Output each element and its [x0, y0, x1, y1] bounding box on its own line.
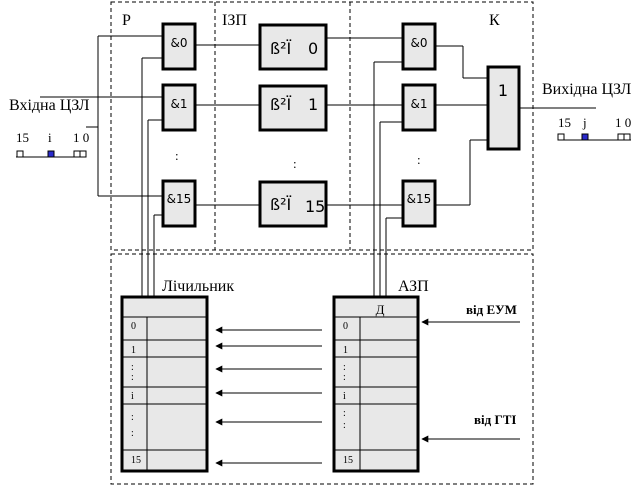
gate-r-1-label: &1	[171, 97, 188, 111]
gate-r-15-label: &15	[167, 192, 192, 206]
input-register: Вхідна ЦЗЛ 15 i 1 0	[9, 97, 90, 158]
or-gate: 1	[486, 65, 521, 151]
output-bit-high: 15	[558, 115, 571, 130]
k-to-or-wires	[435, 45, 488, 206]
izp-box-1-prefix: ß²Ï	[270, 95, 291, 114]
gate-k-dots: :	[417, 152, 421, 167]
from-gti-label: від ГТІ	[474, 412, 516, 427]
gate-k-15-label: &15	[407, 192, 432, 206]
azp-title: АЗП	[398, 278, 429, 295]
from-evm-label: від ЕУМ	[466, 302, 517, 317]
bottom-dashed-frame	[110, 253, 534, 485]
gate-k-15: &15	[401, 179, 437, 228]
azp-block: Д 0 1 : : i : : 15	[332, 295, 420, 473]
counter-dots-d: :	[131, 428, 134, 439]
counter-select-wires	[141, 57, 163, 297]
counter-dots-a: :	[131, 362, 134, 373]
gate-r-1: &1	[161, 83, 197, 132]
gate-k-1-label: &1	[411, 97, 428, 111]
input-bit-mid: i	[48, 130, 52, 145]
izp-box-15-index: 15	[305, 197, 325, 216]
azp-to-counter-arrows	[215, 326, 322, 467]
counter-row-0: 0	[131, 321, 136, 332]
top-dashed-frame	[110, 1, 534, 251]
input-cell-1	[73, 150, 81, 158]
output-bit-low: 1 0	[615, 115, 631, 130]
izp-box-0-index: 0	[308, 39, 318, 58]
izp-box-1-index: 1	[308, 95, 318, 114]
gate-k-0: &0	[401, 22, 437, 71]
gate-r-0-label: &0	[171, 36, 188, 50]
gate-k-0-label: &0	[411, 36, 428, 50]
izp-box-15: ß²Ï 15	[258, 180, 328, 228]
input-bus	[40, 35, 163, 197]
izp-box-1: ß²Ï 1	[258, 84, 328, 132]
input-bit-high: 15	[16, 130, 29, 145]
counter-row-1: 1	[131, 345, 136, 356]
region-label-izp: ІЗП	[222, 12, 247, 29]
izp-box-15-prefix: ß²Ï	[270, 195, 291, 214]
azp-row-0: 0	[343, 321, 348, 332]
input-cell-i	[47, 150, 55, 158]
azp-row-1: 1	[343, 345, 348, 356]
izp-box-0: ß²Ï 0	[258, 23, 328, 71]
izp-dots: :	[293, 156, 297, 171]
azp-dots-b: :	[343, 372, 346, 383]
gate-k-1: &1	[401, 83, 437, 132]
izp-box-0-prefix: ß²Ï	[270, 39, 291, 58]
or-gate-label: 1	[498, 81, 508, 100]
input-label: Вхідна ЦЗЛ	[9, 97, 90, 114]
azp-dots-d: :	[343, 420, 346, 431]
azp-dots-a: :	[343, 362, 346, 373]
input-cell-15	[16, 150, 24, 158]
azp-row-15: 15	[343, 455, 353, 466]
azp-dots-c: :	[343, 408, 346, 419]
counter-dots-c: :	[131, 412, 134, 423]
output-cell-1	[617, 133, 625, 141]
gate-r-dots: :	[175, 148, 179, 163]
output-cell-15	[557, 133, 565, 141]
counter-block: 0 1 : : i : : 15	[120, 295, 209, 473]
output-cell-j	[581, 133, 589, 141]
region-label-r: Р	[122, 12, 131, 29]
gate-r-15: &15	[161, 179, 197, 228]
azp-header: Д	[376, 302, 385, 317]
gate-r-0: &0	[161, 22, 197, 71]
counter-title: Лічильник	[162, 278, 234, 295]
counter-dots-b: :	[131, 372, 134, 383]
region-label-k: К	[489, 12, 500, 29]
azp-select-wires	[373, 61, 403, 297]
output-register: Вихідна ЦЗЛ 15 j 1 0	[542, 81, 631, 141]
output-bit-mid: j	[582, 115, 587, 130]
input-cell-0	[79, 150, 87, 158]
input-bit-low: 1 0	[73, 130, 89, 145]
azp-row-i: i	[343, 391, 346, 402]
counter-row-15: 15	[131, 455, 141, 466]
region-frames	[110, 1, 534, 485]
output-cell-0	[623, 133, 631, 141]
counter-row-i: i	[131, 391, 134, 402]
output-label: Вихідна ЦЗЛ	[542, 81, 631, 98]
